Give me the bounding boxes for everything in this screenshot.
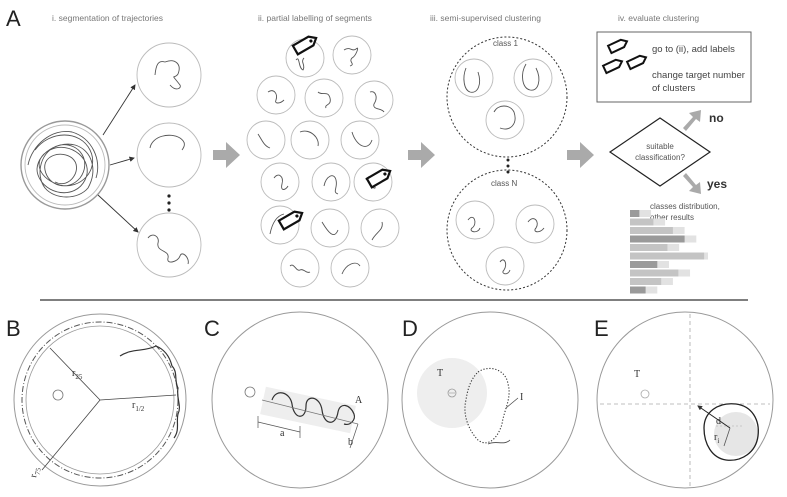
result-bar	[630, 218, 654, 226]
step4-title: iv. evaluate clustering	[618, 13, 699, 23]
result-bar	[630, 269, 679, 277]
r12-label: r1/2	[132, 400, 145, 413]
panel-d: D T I	[401, 311, 579, 489]
decision-line1: suitable	[646, 142, 674, 151]
split-arrow-2	[109, 156, 135, 166]
full-trajectory	[20, 120, 110, 210]
evaluate-line2: change target number	[652, 70, 745, 81]
split-arrow-3	[97, 194, 139, 233]
panel-a: A i. segmentation of trajectories ii. pa…	[6, 6, 752, 294]
result-bar	[630, 286, 646, 294]
process-arrow-1	[213, 142, 240, 168]
panel-b-letter: B	[6, 316, 21, 341]
cluster-dots	[506, 158, 510, 174]
panel-e-letter: E	[594, 316, 609, 341]
result-bar	[630, 227, 673, 234]
b-label: b	[348, 437, 353, 448]
class-n-label: class N	[491, 179, 517, 188]
panel-b: B r25 r1/2 r75	[6, 313, 187, 487]
panel-c-letter: C	[204, 316, 220, 341]
results-line2: other results	[650, 213, 694, 222]
results-line1: classes distribution,	[650, 202, 720, 211]
cluster-class-n: class N	[446, 169, 568, 291]
yes-arrow	[683, 173, 701, 194]
decision-diamond: suitable classification?	[608, 117, 712, 187]
no-arrow	[683, 110, 701, 131]
panel-e: E T d ri	[594, 311, 774, 489]
result-bar	[630, 278, 662, 285]
result-bar-bg	[630, 210, 652, 217]
process-arrow-3	[567, 142, 594, 168]
d-label: d	[716, 416, 721, 427]
split-arrow-1	[102, 84, 136, 136]
yes-label: yes	[707, 177, 727, 191]
step2-title: ii. partial labelling of segments	[258, 13, 372, 23]
ri-label: ri	[714, 432, 719, 445]
r75-label: r75	[28, 466, 43, 479]
tag-icons	[277, 35, 392, 231]
a-label: a	[280, 428, 285, 439]
evaluate-line1: go to (ii), add labels	[652, 44, 735, 55]
class-1-label: class 1	[493, 39, 518, 48]
result-bar	[630, 261, 658, 268]
result-bar	[630, 210, 640, 217]
cluster-class-1: class 1	[446, 36, 568, 158]
result-bar	[630, 252, 705, 260]
panel-c: C a b A	[204, 311, 389, 489]
step1-title: i. segmentation of trajectories	[52, 13, 163, 23]
process-arrow-2	[408, 142, 435, 168]
evaluate-box: go to (ii), add labels change target num…	[596, 31, 752, 103]
T-label-e: T	[634, 369, 640, 380]
T-label: T	[437, 368, 443, 379]
result-bar	[630, 235, 685, 243]
result-bar	[630, 244, 668, 251]
no-label: no	[709, 111, 724, 125]
panel-a-letter: A	[6, 6, 21, 31]
evaluate-line3: of clusters	[652, 83, 696, 94]
segment-circles	[136, 42, 202, 278]
results-bar-chart	[630, 210, 708, 294]
decision-line2: classification?	[635, 153, 685, 162]
panel-d-letter: D	[402, 316, 418, 341]
I-label: I	[520, 392, 523, 403]
r25-label: r25	[72, 368, 83, 381]
A-label: A	[355, 395, 363, 406]
labelling-circles	[246, 35, 400, 288]
step3-title: iii. semi-supervised clustering	[430, 13, 541, 23]
